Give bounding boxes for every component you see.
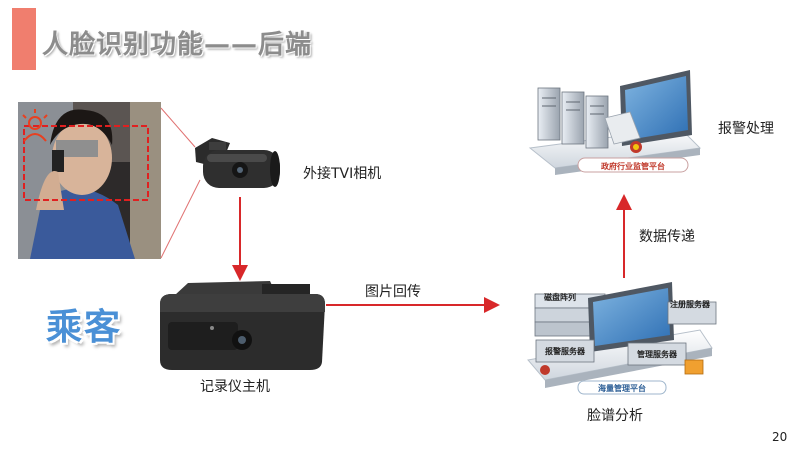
zoom-line-bottom xyxy=(160,179,201,259)
disk-array-label: 磁盘阵列 xyxy=(544,292,576,302)
camera-label: 外接TVI相机 xyxy=(303,166,382,182)
passenger-label: 乘客 xyxy=(46,307,123,348)
face-analysis-label: 脸谱分析 xyxy=(587,408,643,424)
alarm-server-label: 报警服务器 xyxy=(545,346,586,356)
image-return-label: 图片回传 xyxy=(365,284,421,300)
gov-platform-icon xyxy=(528,70,702,175)
zoom-line-top xyxy=(160,107,196,148)
gov-platform-label: 政府行业监管平台 xyxy=(601,161,665,171)
tvi-camera-icon xyxy=(195,138,280,188)
driver-photo xyxy=(18,102,161,259)
data-transfer-label: 数据传递 xyxy=(639,229,695,245)
recorder-label: 记录仪主机 xyxy=(200,379,270,395)
server-cluster-icon xyxy=(527,282,717,395)
alarm-handling-label: 报警处理 xyxy=(718,121,774,137)
slide-title: 人脸识别功能——后端 xyxy=(42,30,313,60)
manage-server-label: 管理服务器 xyxy=(637,349,678,359)
register-server-label: 注册服务器 xyxy=(670,299,711,309)
dashcam-recorder-icon xyxy=(160,281,325,370)
page-number: 20 xyxy=(772,430,788,444)
title-accent-bar xyxy=(12,8,36,70)
mass-platform-label: 海量管理平台 xyxy=(598,383,646,393)
